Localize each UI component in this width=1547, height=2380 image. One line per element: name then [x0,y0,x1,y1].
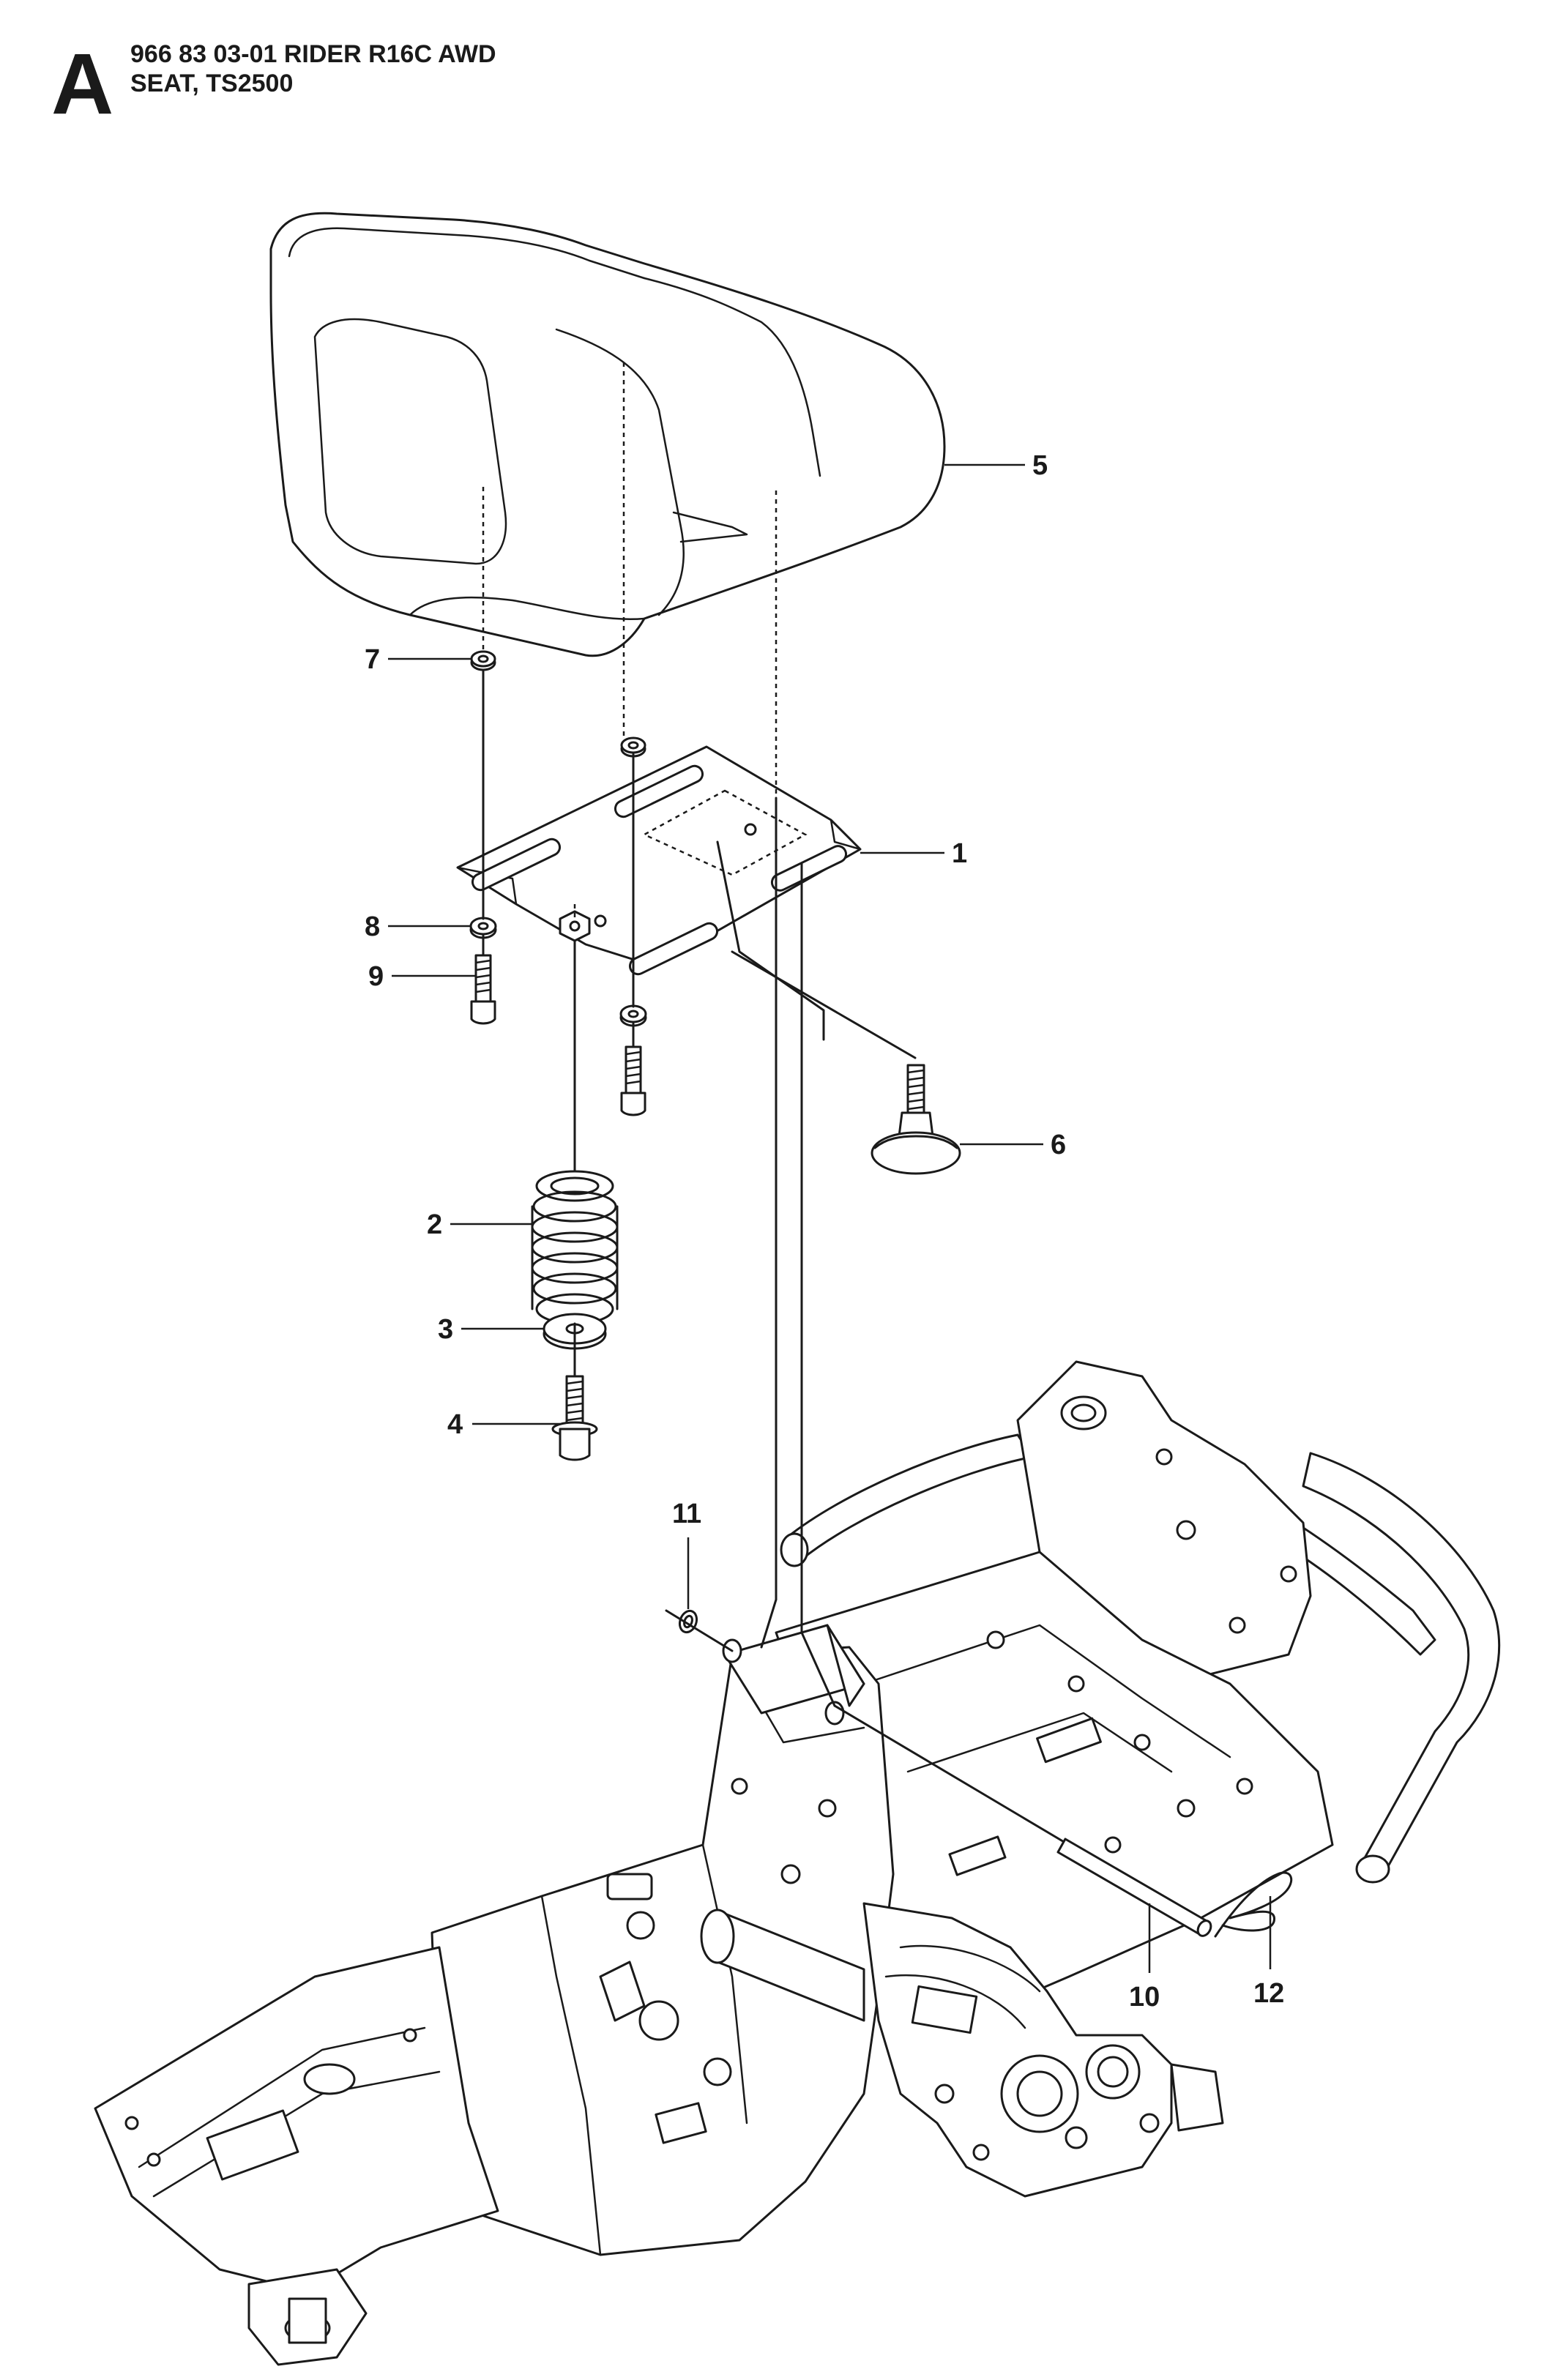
callout-label-8: 8 [365,911,380,942]
callout-12: 12 [1253,1896,1284,2009]
assembly-title: SEAT, TS2500 [130,70,294,97]
spring-part-2 [531,1170,619,1325]
bolt-part-9 [470,954,496,1025]
callout-label-5: 5 [1032,450,1048,481]
rider-frame-chassis [94,1360,1501,2366]
callout-label-2: 2 [427,1209,442,1240]
callout-label-11: 11 [672,1499,701,1529]
assembly-guide-lines [482,362,778,919]
callout-5: 5 [944,450,1048,481]
model-title: 966 83 03-01 RIDER R16C AWD [130,40,496,68]
ring-part-11 [678,1609,698,1634]
callout-4: 4 [447,1409,560,1440]
callout-label-12: 12 [1253,1978,1284,2009]
callout-label-9: 9 [368,961,384,992]
callout-label-3: 3 [438,1314,453,1345]
clip-part-12 [1214,1871,1293,1938]
callout-7: 7 [365,644,471,675]
callout-2: 2 [427,1209,532,1240]
callout-label-7: 7 [365,644,380,675]
knob-part-6 [871,1064,961,1175]
bolt-part-4 [551,1375,598,1461]
seat-plate-part-1 [456,745,862,976]
callout-label-6: 6 [1051,1130,1066,1160]
callout-1: 1 [860,838,967,869]
pin-part-10 [833,1704,1212,1937]
callout-label-10: 10 [1129,1982,1160,2012]
callout-3: 3 [438,1314,544,1345]
section-letter: A [51,36,114,133]
washer-part-7 [470,650,496,671]
callout-9: 9 [368,961,476,992]
callout-label-4: 4 [447,1409,463,1440]
washer-lower-right [619,1004,647,1027]
bolt-lower-right [620,1045,646,1116]
callout-8: 8 [365,911,471,942]
callout-6: 6 [960,1130,1066,1160]
callout-label-1: 1 [952,838,967,869]
assembly-solid-lines [482,668,917,1707]
callout-11: 11 [672,1499,701,1609]
seat-part-5 [269,212,946,657]
washer-upper-right [620,736,646,758]
callout-10: 10 [1129,1903,1160,2012]
title-block: 966 83 03-01 RIDER R16C AWD SEAT, TS2500 [130,40,496,98]
